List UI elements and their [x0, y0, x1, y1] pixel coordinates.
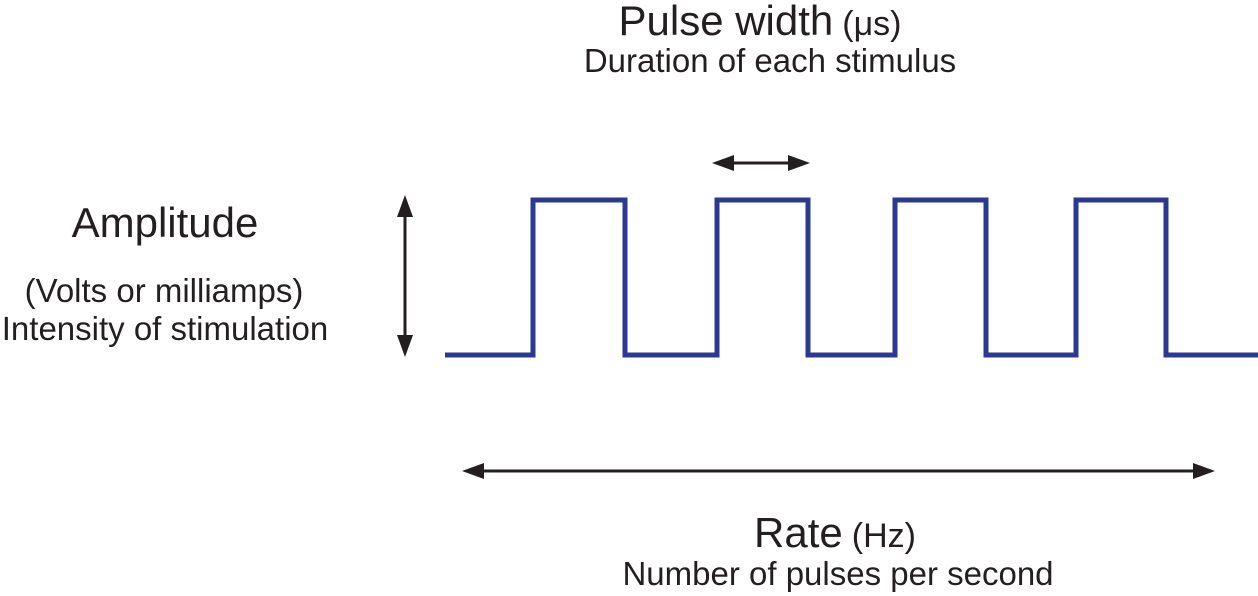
amplitude-subtitle-units: (Volts or milliamps) [24, 272, 304, 309]
pulse-width-arrow [712, 155, 810, 171]
pulse-width-subtitle: Duration of each stimulus [583, 42, 957, 79]
pulse-width-arrow-head-start [712, 155, 734, 171]
amplitude-arrow-head-start [397, 195, 413, 217]
pulse-width-title: Pulse width [618, 0, 834, 44]
pulse-train-waveform [445, 197, 1258, 358]
amplitude-arrow-head-end [397, 335, 413, 357]
rate-subtitle: Number of pulses per second [622, 555, 1054, 592]
amplitude-label: Amplitude [71, 199, 259, 246]
rate-arrow-head-start [462, 463, 484, 479]
amplitude-subtitle-meaning: Intensity of stimulation [1, 310, 329, 347]
rate-label: Rate(Hz) [754, 512, 916, 554]
rate-arrow [462, 463, 1215, 479]
rate-unit: (Hz) [851, 517, 916, 555]
pulse-width-arrow-head-end [788, 155, 810, 171]
rate-arrow-head-end [1193, 463, 1215, 479]
rate-title: Rate [754, 509, 843, 556]
pulse-width-unit: (μs) [842, 5, 902, 43]
amplitude-arrow [397, 195, 413, 357]
pulse-width-label: Pulse width(μs) [618, 0, 901, 42]
